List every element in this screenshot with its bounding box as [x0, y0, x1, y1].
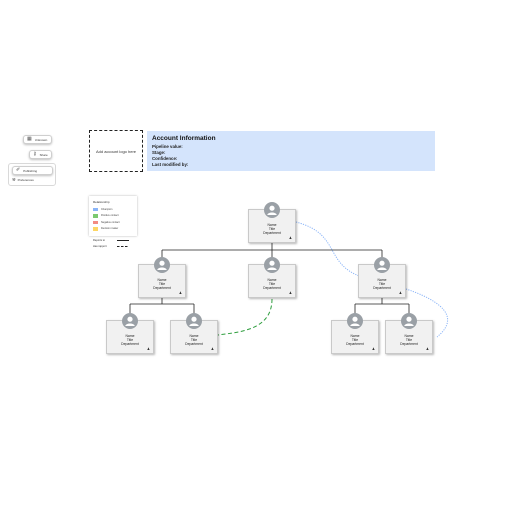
wrench-icon: ⚒ [12, 177, 16, 182]
card-department: Department [121, 342, 139, 346]
logo-placeholder[interactable]: Add account logo here [89, 130, 143, 172]
line-key-label: Reports to [93, 239, 105, 242]
contact-card[interactable]: Name Title Department ♟ [138, 257, 186, 298]
card-name: Name [377, 278, 387, 282]
account-field-last-modified: Last modified by: [152, 161, 189, 167]
person-icon: ♟ [371, 347, 375, 351]
line-key-reports-to: Reports to [93, 239, 129, 242]
toolbar-button-2[interactable]: ⚷ Share [29, 150, 52, 159]
card-department: Department [346, 342, 364, 346]
card-title: Title [126, 338, 134, 342]
account-information-panel: Account Information Pipeline value: Stag… [147, 131, 435, 171]
card-title: Title [190, 338, 198, 342]
avatar-icon [374, 257, 390, 273]
toolbar-button-1[interactable]: ▦ Unknown [23, 135, 52, 144]
contact-card[interactable]: Name Title Department ♟ [385, 313, 433, 354]
avatar-icon [186, 313, 202, 329]
toolbar-panel: ✐ Publishing ⚒ Preferences [8, 163, 56, 186]
toolbar-button-4[interactable]: ⚒ Preferences [12, 177, 34, 182]
avatar-icon [154, 257, 170, 273]
account-field-pipeline: Pipeline value: [152, 143, 183, 149]
contact-card[interactable]: Name Title Department ♟ [331, 313, 379, 354]
person-icon: ♟ [288, 236, 292, 240]
solid-line-sample [117, 240, 129, 241]
legend-item: Champion [93, 206, 133, 213]
contact-card[interactable]: Name Title Department ♟ [170, 313, 218, 354]
reports-to-lines [129, 243, 410, 314]
person-icon: ♟ [398, 291, 402, 295]
legend-label: Positive contact [101, 214, 119, 218]
rapport-line-green [217, 298, 273, 336]
card-title: Title [378, 282, 386, 286]
legend-item: Positive contact [93, 213, 133, 220]
card-name: Name [404, 334, 414, 338]
avatar-icon [347, 313, 363, 329]
contact-card[interactable]: Name Title Department ♟ [358, 257, 406, 298]
contact-card[interactable]: Name Title Department ♟ [106, 313, 154, 354]
card-title: Title [351, 338, 359, 342]
card-name: Name [267, 223, 277, 227]
account-title: Account Information [152, 135, 216, 142]
person-icon: ♟ [146, 347, 150, 351]
legend-swatch [93, 227, 98, 231]
contact-card[interactable]: Name Title Department ♟ [248, 202, 296, 243]
legend-item: Negative contact [93, 219, 133, 226]
avatar-icon [122, 313, 138, 329]
line-key-label: Has rapport [93, 245, 107, 248]
toolbar-button-3-label: Publishing [23, 168, 38, 173]
avatar-icon [264, 202, 280, 218]
card-title: Title [268, 227, 276, 231]
account-field-stage: Stage: [152, 149, 166, 155]
card-name: Name [350, 334, 360, 338]
relationship-legend: Relationship Champion Positive contact N… [89, 196, 137, 236]
card-department: Department [153, 286, 171, 290]
line-key-has-rapport: Has rapport [93, 245, 129, 248]
brush-icon: ✐ [16, 167, 21, 173]
toolbar-button-3[interactable]: ✐ Publishing [12, 166, 53, 175]
card-department: Department [263, 286, 281, 290]
legend-title: Relationship [93, 200, 110, 204]
person-icon: ♟ [425, 347, 429, 351]
person-icon: ♟ [210, 347, 214, 351]
contact-card[interactable]: Name Title Department ♟ [248, 257, 296, 298]
card-title: Title [405, 338, 413, 342]
card-department: Department [373, 286, 391, 290]
legend-item: Decision maker [93, 226, 133, 233]
card-name: Name [189, 334, 199, 338]
legend-label: Negative contact [101, 220, 120, 224]
key-icon: ⚷ [33, 151, 37, 157]
account-field-confidence: Confidence: [152, 155, 178, 161]
logo-placeholder-text: Add account logo here [95, 148, 137, 154]
toolbar-button-1-label: Unknown [34, 137, 48, 142]
person-icon: ♟ [178, 291, 182, 295]
card-name: Name [267, 278, 277, 282]
legend-swatch [93, 220, 98, 224]
card-department: Department [185, 342, 203, 346]
card-name: Name [157, 278, 167, 282]
toolbar-button-4-label: Preferences [17, 177, 34, 182]
legend-label: Decision maker [101, 227, 119, 231]
avatar-icon [264, 257, 280, 273]
legend-swatch [93, 214, 98, 218]
card-department: Department [400, 342, 418, 346]
grid-icon: ▦ [27, 136, 32, 142]
card-title: Title [158, 282, 166, 286]
card-title: Title [268, 282, 276, 286]
card-name: Name [125, 334, 135, 338]
legend-swatch [93, 207, 98, 211]
dashed-line-sample [117, 246, 129, 247]
card-department: Department [263, 231, 281, 235]
avatar-icon [401, 313, 417, 329]
person-icon: ♟ [288, 291, 292, 295]
legend-label: Champion [101, 207, 113, 211]
toolbar-button-2-label: Share [39, 152, 48, 157]
